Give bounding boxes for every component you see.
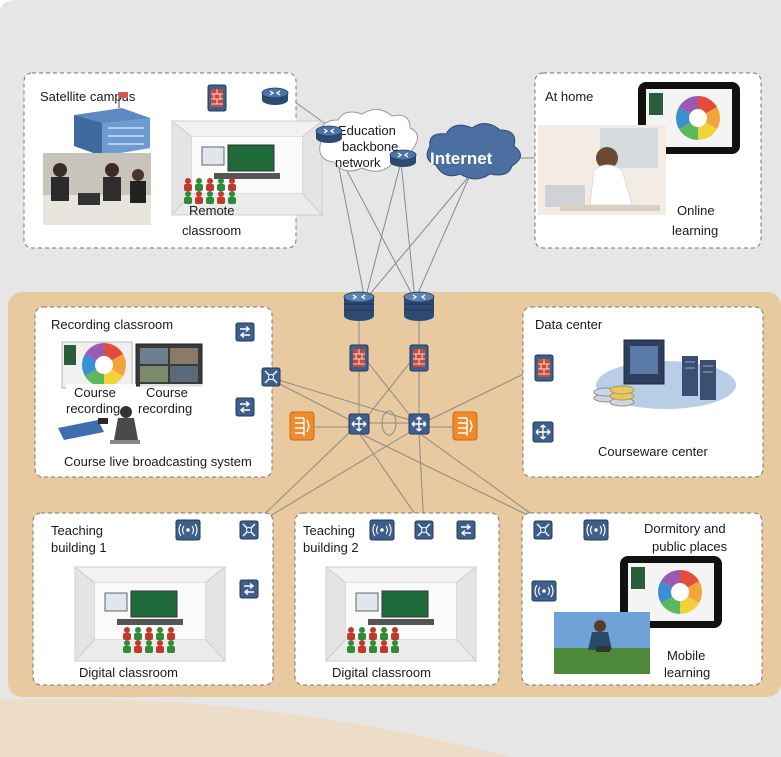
storage-disks-icon: [593, 385, 635, 407]
firewall-icon: [207, 84, 227, 112]
firewall-icon: [349, 344, 369, 372]
data-center-panel: Data center Courseware center: [522, 306, 764, 478]
education-network-line3: network: [335, 155, 381, 170]
digital-classroom-caption: Digital classroom: [332, 665, 431, 680]
mobile-learning-photo: [554, 612, 650, 674]
teaching-building-1-panel: Teaching building 1 Digital classroom: [32, 512, 274, 686]
router-icon: [315, 125, 343, 144]
firewall-icon: [534, 354, 554, 382]
dormitory-title-line1: Dormitory and: [644, 521, 726, 536]
courseware-center-caption: Courseware center: [598, 444, 708, 459]
teaching-building-1-title-line2: building 1: [51, 540, 107, 555]
student-laptop-photo: [538, 125, 666, 215]
course-recording-1-line1: Course: [74, 385, 116, 400]
satellite-campus-title: Satellite campus: [40, 89, 136, 104]
course-live-broadcasting-caption: Course live broadcasting system: [64, 454, 252, 469]
access-point-icon: [583, 519, 609, 541]
remote-classroom-caption-line2: classroom: [182, 223, 241, 238]
remote-classroom-illustration: [171, 120, 323, 216]
dormitory-panel: Dormitory and public places Mobile learn…: [521, 512, 763, 686]
aggregation-switch-icon: [239, 520, 259, 540]
router-icon: [261, 87, 289, 106]
remote-classroom-caption-line1: Remote: [189, 203, 235, 218]
mobile-learning-caption-line2: learning: [664, 665, 710, 680]
digital-classroom-caption: Digital classroom: [79, 665, 178, 680]
core-switch-icon: [408, 413, 430, 435]
course-recording-screen-2: [135, 343, 203, 387]
teaching-building-2-title-line2: building 2: [303, 540, 359, 555]
aggregation-switch-icon: [261, 367, 281, 387]
recording-classroom-title: Recording classroom: [51, 317, 173, 332]
satellite-campus-panel: Satellite campus Remote classroom: [23, 72, 323, 249]
internet-label: Internet: [430, 149, 493, 168]
access-point-icon: [369, 519, 395, 541]
server-icon: [623, 339, 716, 400]
internet-cloud-icon: Internet: [426, 123, 521, 180]
aggregation-switch-icon: [414, 520, 434, 540]
course-recording-2-line1: Course: [146, 385, 188, 400]
meeting-photo: [43, 153, 151, 225]
orange-firewall-icon: [289, 411, 315, 441]
recording-classroom-panel: Recording classroom Course recording Cou…: [34, 306, 273, 478]
core-router-stack-icon: [403, 291, 435, 322]
teaching-building-2-title-line1: Teaching: [303, 523, 355, 538]
data-center-title: Data center: [535, 317, 603, 332]
core-switch-icon: [348, 413, 370, 435]
access-point-icon: [531, 580, 557, 602]
campus-building-icon: [74, 92, 150, 156]
switch-icon: [235, 322, 255, 342]
mobile-learning-caption-line1: Mobile: [667, 648, 705, 663]
teaching-building-1-title-line1: Teaching: [51, 523, 103, 538]
aggregation-switch-icon: [533, 520, 553, 540]
tablet-icon: [620, 556, 722, 628]
teaching-building-2-panel: Teaching building 2 Digital classroom: [294, 512, 500, 686]
education-network-line1: Education: [338, 123, 396, 138]
course-recording-screen-1: [61, 341, 133, 389]
switch-icon: [239, 579, 259, 599]
online-learning-caption-line2: learning: [672, 223, 718, 238]
at-home-panel: At home Online learning: [534, 72, 762, 249]
router-icon: [389, 149, 417, 168]
education-network-line2: backbone: [342, 139, 398, 154]
course-recording-1-line2: recording: [66, 401, 120, 416]
firewall-icon: [409, 344, 429, 372]
orange-firewall-icon: [452, 411, 478, 441]
core-router-stack-icon: [343, 291, 375, 322]
core-switch-icon: [532, 421, 554, 443]
bottom-swoosh: [0, 698, 510, 757]
course-recording-2-line2: recording: [138, 401, 192, 416]
switch-icon: [235, 397, 255, 417]
at-home-title: At home: [545, 89, 593, 104]
broadcast-equipment-illustration: [58, 406, 140, 444]
access-point-icon: [175, 519, 201, 541]
online-learning-caption-line1: Online: [677, 203, 715, 218]
dormitory-title-line2: public places: [652, 539, 728, 554]
switch-icon: [456, 520, 476, 540]
